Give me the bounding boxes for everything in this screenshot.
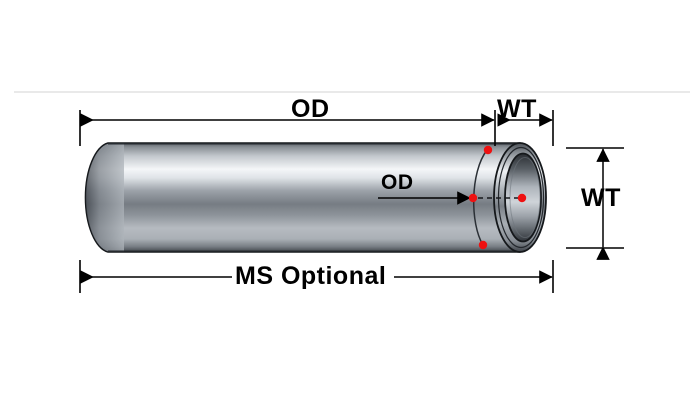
- steel-pipe: [84, 142, 547, 253]
- od-marker-bottom: [478, 240, 488, 250]
- od-marker-top: [483, 145, 493, 155]
- dimension-wt-top: [497, 110, 554, 146]
- pipe-left-cap-shade: [85, 143, 124, 252]
- od-marker-left: [468, 193, 478, 203]
- dimension-wt-right: [566, 147, 624, 260]
- wt-top-label: WT: [497, 95, 537, 123]
- wt-right-label: WT: [581, 184, 621, 212]
- od-marker-right: [517, 193, 527, 203]
- dimension-ms-optional: [79, 260, 554, 293]
- od-inner-label: OD: [381, 171, 414, 194]
- od-top-label: OD: [291, 95, 330, 123]
- dimension-od-top: [79, 110, 496, 146]
- dimension-od-inner: [378, 145, 527, 250]
- ms-optional-label: MS Optional: [235, 262, 387, 290]
